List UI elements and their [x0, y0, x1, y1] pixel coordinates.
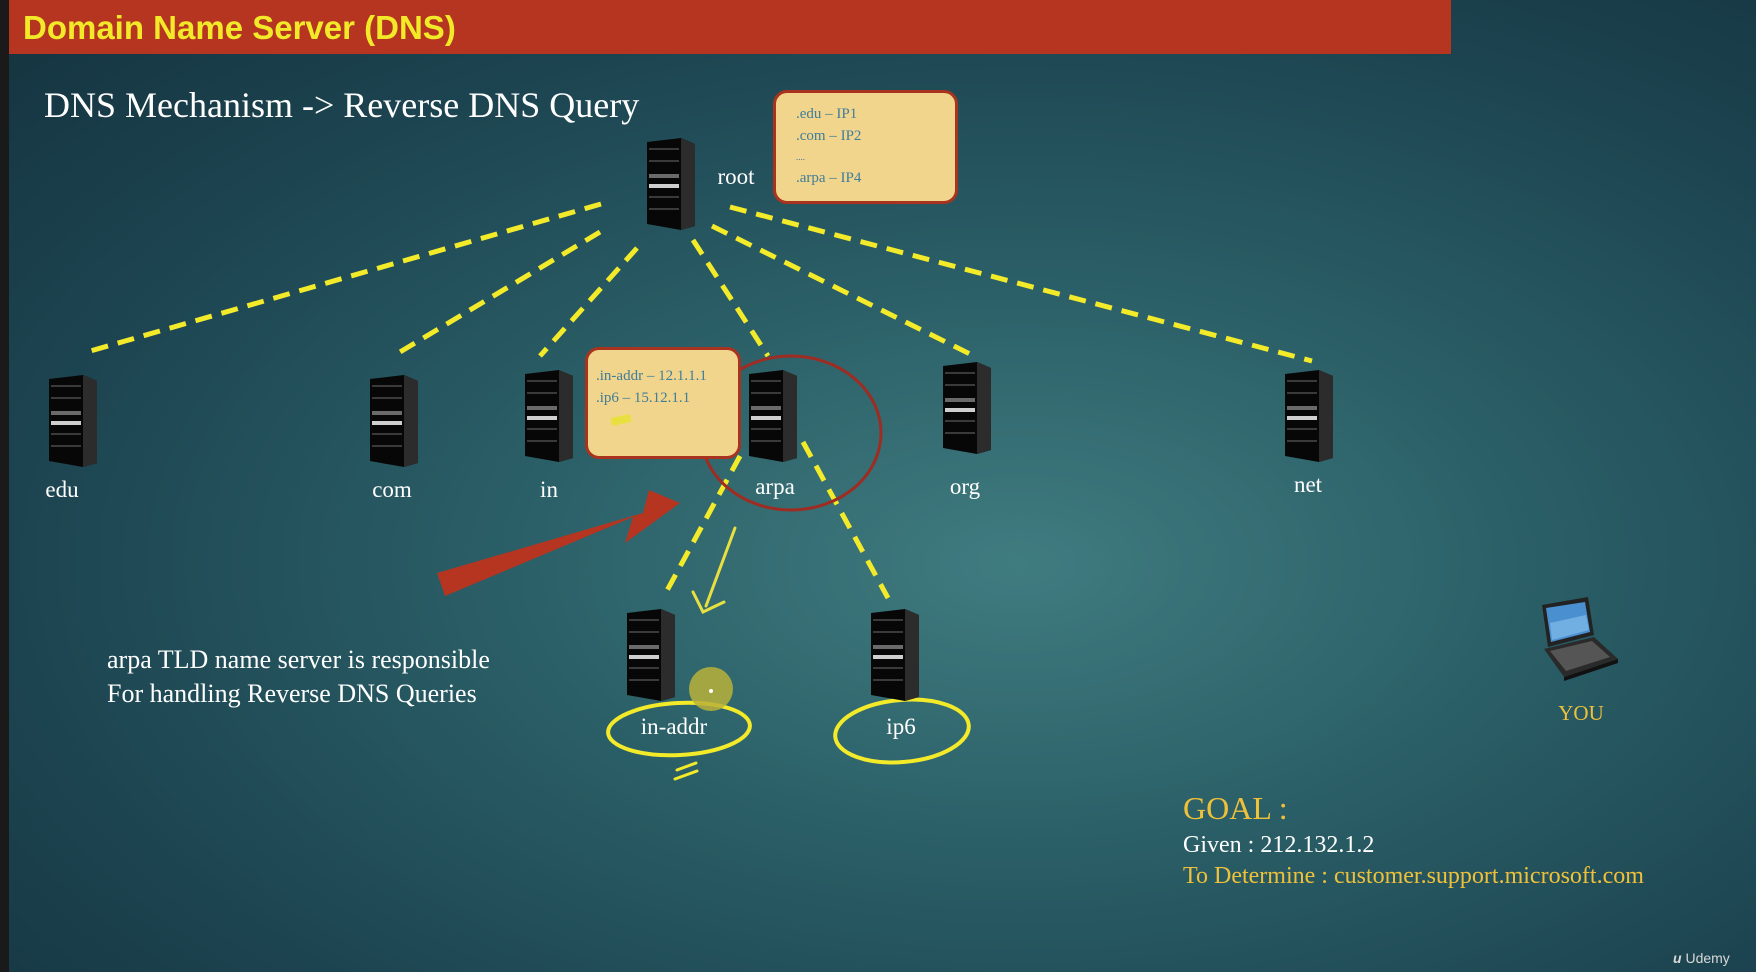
- goal-determine: To Determine : customer.support.microsof…: [1183, 863, 1644, 889]
- server-icon: [643, 136, 699, 230]
- server-label-com: com: [372, 477, 412, 502]
- server-label-root: root: [717, 164, 755, 189]
- cursor-dot: [709, 689, 713, 693]
- edge-root-in: [538, 246, 639, 358]
- root-note-line: .arpa – IP4: [796, 170, 862, 186]
- root-note-line: .edu – IP1: [796, 106, 858, 122]
- edge-root-net: [729, 204, 1313, 364]
- server-icon: [939, 360, 995, 454]
- server-label-net: net: [1293, 472, 1323, 497]
- udemy-watermark-text: Udemy: [1685, 950, 1730, 966]
- arpa-records-note: .in-addr – 12.1.1.1 .ip6 – 15.12.1.1: [585, 347, 741, 459]
- server-label-org: org: [949, 474, 981, 499]
- server-icon: [1281, 368, 1337, 462]
- pointer-arrow: [437, 490, 680, 596]
- edge-arpa-in-addr: [660, 454, 743, 600]
- edge-arpa-ip6: [800, 440, 891, 600]
- ip6-highlight-circle: [833, 697, 971, 765]
- server-icon: [45, 373, 101, 467]
- udemy-logo-icon: u: [1673, 950, 1686, 966]
- server-icon: [521, 368, 577, 462]
- handwritten-marks: [673, 761, 699, 781]
- laptop-icon: [1542, 597, 1618, 681]
- arpa-info-text: arpa TLD name server is responsible For …: [107, 643, 490, 711]
- info-line: For handling Reverse DNS Queries: [107, 679, 477, 708]
- edge-root-edu: [86, 201, 602, 355]
- edge-root-arpa: [690, 238, 771, 358]
- edge-root-org: [710, 223, 972, 357]
- server-icon: [867, 607, 923, 701]
- root-note-line: .com – IP2: [796, 128, 862, 144]
- server-label-arpa: arpa: [755, 474, 795, 499]
- server-icon: [745, 368, 801, 462]
- server-icon: [623, 607, 679, 701]
- left-edge: [0, 0, 9, 972]
- info-line: arpa TLD name server is responsible: [107, 645, 490, 674]
- server-icon: [366, 373, 422, 467]
- in-addr-highlight-circle: [606, 700, 752, 758]
- arpa-note-line: .ip6 – 15.12.1.1: [596, 390, 691, 406]
- udemy-watermark: u Udemy: [1673, 950, 1730, 966]
- title-bar: Domain Name Server (DNS): [9, 0, 1451, 54]
- handwritten-down-arrow: [691, 526, 737, 614]
- server-label-in-addr: in-addr: [640, 714, 708, 739]
- server-label-edu: edu: [45, 477, 79, 502]
- server-label-ip6: ip6: [886, 714, 916, 739]
- goal-given: Given : 212.132.1.2: [1183, 832, 1375, 858]
- server-label-in: in: [540, 477, 558, 502]
- arpa-note-line: .in-addr – 12.1.1.1: [596, 368, 707, 384]
- slide-subtitle: DNS Mechanism -> Reverse DNS Query: [44, 85, 640, 125]
- edge-root-com: [398, 229, 602, 355]
- you-label: YOU: [1558, 701, 1604, 725]
- root-note-line: ....: [796, 152, 805, 162]
- root-records-note: .edu – IP1 .com – IP2 .... .arpa – IP4: [773, 90, 958, 204]
- goal-title: GOAL :: [1183, 790, 1288, 826]
